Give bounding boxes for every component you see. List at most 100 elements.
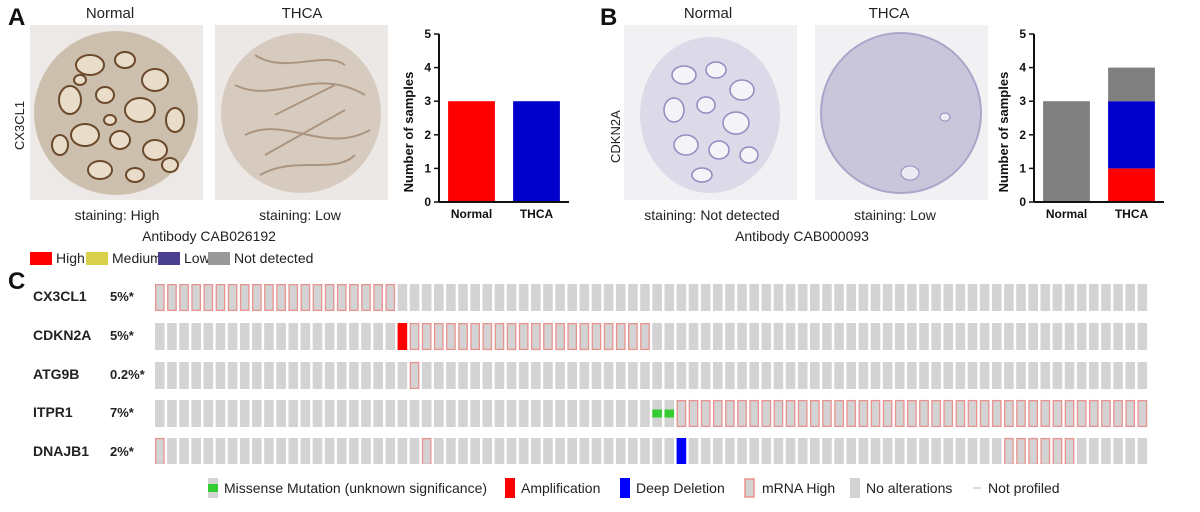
gene-pct-itpr1: 7%* [110, 405, 134, 420]
oncoprint-cell [991, 362, 1002, 389]
oncoprint-cell [1113, 362, 1123, 389]
oncoprint-cell [737, 323, 747, 350]
oncoprint-cell [870, 438, 881, 464]
chart-b-bars [1043, 67, 1155, 202]
oncoprint-cell-mrna-high [773, 399, 784, 428]
oncoprint-cell [203, 400, 214, 427]
oncoprint-cell [252, 400, 262, 427]
oncoprint-cell [1113, 323, 1123, 350]
oncoprint-cell [531, 362, 541, 389]
oncoprint-cell [252, 438, 262, 464]
oncoprint-cell-mrna-high [785, 399, 796, 428]
oncoprint-cell [336, 400, 347, 427]
oncoprint-cell-mrna-high [1040, 399, 1051, 428]
oncoprint-legend-not-profiled: Not profiled [972, 478, 1060, 498]
chart-a-ylabel: Number of samples [401, 72, 416, 193]
oncoprint-cell [155, 323, 165, 350]
oncoprint-cell [227, 400, 238, 427]
oncoprint-cell [518, 362, 529, 389]
oncoprint-cell [652, 438, 662, 464]
oncoprint-cell [979, 438, 990, 464]
chart-a-xtick-normal: Normal [451, 207, 492, 221]
oncoprint-cell [349, 323, 359, 350]
oncoprint-cell [349, 400, 359, 427]
oncoprint-cell-mrna-high [1004, 399, 1014, 428]
oncoprint-cell-mrna-high [470, 322, 481, 351]
oncoprint-cell [494, 284, 505, 311]
oncoprint-cell [312, 400, 323, 427]
panel-c-letter: C [8, 268, 26, 295]
oncoprint-cell [227, 362, 238, 389]
oncoprint-cell [615, 400, 626, 427]
gene-name-atg9b: ATG9B [33, 366, 80, 382]
oncoprint-cell [179, 438, 189, 464]
oncoprint-cell-mrna-high [251, 284, 262, 312]
oncoprint-cell [846, 362, 857, 389]
oncoprint-cell [482, 400, 493, 427]
oncoprint-cell [385, 400, 396, 427]
oncoprint-grid [155, 284, 1148, 464]
oncoprint-cell [919, 284, 929, 311]
oncoprint-cell [967, 438, 978, 464]
oncoprint-cell [446, 400, 456, 427]
chart-a-ytick-5: 5 [424, 27, 431, 41]
chart-b-xtick-normal: Normal [1046, 207, 1087, 221]
oncoprint-cell-mrna-high [1076, 399, 1087, 428]
oncoprint-cell [312, 323, 323, 350]
oncoprint-cell [1016, 284, 1026, 311]
oncoprint-cell-mrna-high [361, 284, 371, 312]
oncoprint-cell [737, 362, 747, 389]
oncoprint-cell [1125, 284, 1135, 311]
oncoprint-cell [712, 323, 723, 350]
oncoprint-cell [421, 362, 432, 389]
oncoprint-legend-deep-deletion: Deep Deletion [620, 478, 725, 498]
oncoprint-cell [324, 362, 335, 389]
oncoprint-cell [919, 362, 929, 389]
oncoprint-cell [700, 284, 711, 311]
oncoprint-cell [215, 438, 226, 464]
oncoprint-cell [409, 438, 420, 464]
oncoprint-cell-mrna-high [179, 284, 189, 312]
panel-a-gene-label: CX3CL1 [12, 100, 27, 150]
oncoprint-cell [215, 362, 226, 389]
oncoprint-cell-mrna-high [591, 322, 602, 351]
oncoprint-cell [967, 323, 978, 350]
oncoprint-cell [579, 362, 590, 389]
missense-chip [208, 478, 218, 498]
panel-a-caption-normal: staining: High [74, 207, 160, 223]
oncoprint-cell [421, 400, 432, 427]
oncoprint-cell [446, 284, 456, 311]
legend-label-not-profiled: Not profiled [988, 480, 1060, 496]
oncoprint-cell-mrna-high [555, 322, 565, 351]
oncoprint-cell [470, 400, 480, 427]
oncoprint-cell [543, 362, 553, 389]
oncoprint-cell [276, 400, 286, 427]
panel-b-thca-title: THCA [868, 5, 910, 22]
oncoprint-cell [591, 400, 602, 427]
oncoprint-cell [1137, 362, 1148, 389]
oncoprint-cell-mrna-high [858, 399, 869, 428]
oncoprint-cell [858, 362, 869, 389]
legend-label-high: High [56, 250, 85, 266]
oncoprint-cell [737, 284, 747, 311]
oncoprint-cell [567, 400, 578, 427]
oncoprint-cell [1052, 362, 1063, 389]
oncoprint-cell [167, 323, 177, 350]
chart-b-ytick-5: 5 [1019, 27, 1026, 41]
oncoprint-cell [749, 323, 759, 350]
oncoprint-cell-mrna-high [943, 399, 954, 428]
legend-chip-not-detected [208, 251, 230, 265]
oncoprint-cell [1076, 284, 1087, 311]
oncoprint-cell [397, 400, 408, 427]
oncoprint-cell [894, 362, 905, 389]
oncoprint-cell [1052, 284, 1063, 311]
oncoprint-cell-mrna-high [882, 399, 893, 428]
oncoprint-cell [810, 362, 820, 389]
oncoprint-cell [603, 284, 614, 311]
oncoprint-cell [1052, 323, 1063, 350]
oncoprint-cell [191, 323, 201, 350]
oncoprint-cell [470, 284, 480, 311]
oncoprint-cell [167, 400, 177, 427]
